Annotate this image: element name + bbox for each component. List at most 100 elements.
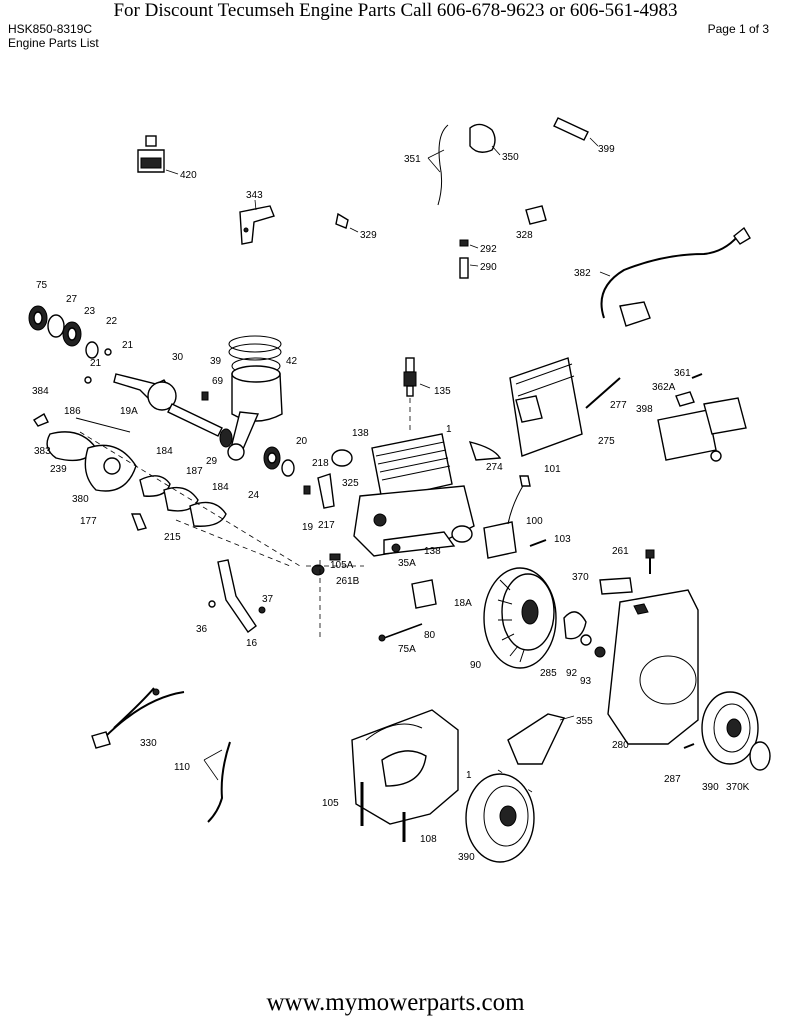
crankshaft-part	[113, 373, 223, 437]
part-number: 105	[322, 798, 339, 809]
svg-text:382: 382	[574, 268, 591, 279]
svg-text:384: 384	[32, 386, 49, 397]
part-number: 292	[480, 244, 497, 255]
svg-text:325: 325	[342, 478, 359, 489]
svg-text:186: 186	[64, 406, 81, 417]
part-number: 287	[664, 774, 681, 785]
part-number: 37	[262, 594, 274, 605]
svg-text:30: 30	[172, 352, 184, 363]
part-number: 355	[576, 716, 593, 727]
cylinder-block-part	[353, 433, 475, 557]
svg-text:19A: 19A	[120, 406, 138, 417]
list-title: Engine Parts List	[8, 36, 99, 50]
svg-text:218: 218	[312, 458, 329, 469]
part-number: 370K	[726, 782, 750, 793]
part-number: 19	[302, 522, 314, 533]
svg-text:370K: 370K	[726, 782, 750, 793]
part-number: 16	[246, 638, 258, 649]
svg-text:100: 100	[526, 516, 543, 527]
wire-harness-part	[91, 687, 185, 749]
flywheel-part	[483, 567, 557, 669]
svg-text:290: 290	[480, 262, 497, 273]
svg-text:399: 399	[598, 144, 615, 155]
recoil-housing-part	[465, 773, 535, 863]
part-number: 274	[486, 462, 503, 473]
svg-text:135: 135	[434, 386, 451, 397]
part-number: 1	[446, 424, 452, 435]
svg-text:343: 343	[246, 190, 263, 201]
piston-assembly-part	[227, 335, 283, 461]
svg-text:261B: 261B	[336, 576, 360, 587]
stop-wire-part	[437, 124, 449, 206]
part-number: 186	[64, 406, 81, 417]
oil-bottle-part	[137, 135, 165, 173]
svg-text:35A: 35A	[398, 558, 416, 569]
svg-text:350: 350	[502, 152, 519, 163]
part-number: 1	[466, 770, 472, 781]
part-number: 383	[34, 446, 51, 457]
part-number: 105A	[330, 560, 354, 571]
svg-text:75A: 75A	[398, 644, 416, 655]
svg-text:184: 184	[212, 482, 229, 493]
page-indicator: Page 1 of 3	[707, 22, 769, 36]
svg-text:23: 23	[84, 306, 96, 317]
svg-text:36: 36	[196, 624, 208, 635]
part-number: 75A	[398, 644, 416, 655]
part-number: 384	[32, 386, 49, 397]
part-number: 218	[312, 458, 329, 469]
svg-text:75: 75	[36, 280, 48, 291]
svg-text:277: 277	[610, 400, 627, 411]
part-number: 330	[140, 738, 157, 749]
website-url[interactable]: www.mymowerparts.com	[266, 989, 525, 1016]
svg-text:355: 355	[576, 716, 593, 727]
model-number: HSK850-8319C	[8, 22, 93, 36]
part-number: 184	[156, 446, 173, 457]
dealer-banner: For Discount Tecumseh Engine Parts Call …	[113, 0, 678, 21]
svg-text:108: 108	[420, 834, 437, 845]
svg-text:27: 27	[66, 294, 78, 305]
svg-text:1: 1	[466, 770, 472, 781]
bracket-part	[239, 205, 275, 245]
svg-text:398: 398	[636, 404, 653, 415]
part-number: 215	[164, 532, 181, 543]
part-number: 93	[580, 676, 592, 687]
svg-text:362A: 362A	[652, 382, 676, 393]
part-number: 29	[206, 456, 218, 467]
part-number: 420	[180, 170, 197, 181]
svg-text:18A: 18A	[454, 598, 472, 609]
part-number: 370	[572, 572, 589, 583]
svg-text:420: 420	[180, 170, 197, 181]
svg-text:138: 138	[424, 546, 441, 557]
ignition-module-part	[483, 475, 531, 559]
svg-text:184: 184	[156, 446, 173, 457]
part-number: 100	[526, 516, 543, 527]
part-number: 343	[246, 190, 263, 201]
svg-text:383: 383	[34, 446, 51, 457]
muffler-part	[509, 357, 583, 457]
svg-text:285: 285	[540, 668, 557, 679]
svg-text:370: 370	[572, 572, 589, 583]
svg-text:42: 42	[286, 356, 298, 367]
svg-text:1: 1	[446, 424, 452, 435]
part-number: 18A	[454, 598, 472, 609]
svg-text:21: 21	[122, 340, 134, 351]
part-number: 398	[636, 404, 653, 415]
part-number: 285	[540, 668, 557, 679]
svg-text:274: 274	[486, 462, 503, 473]
part-number: 27	[66, 294, 78, 305]
electric-starter-part	[657, 397, 747, 462]
svg-text:217: 217	[318, 520, 335, 531]
svg-text:138: 138	[352, 428, 369, 439]
clip-part	[335, 212, 349, 229]
air-guide-part	[507, 713, 566, 765]
svg-text:93: 93	[580, 676, 592, 687]
seal-and-bearing-stack	[28, 305, 112, 384]
part-number: 35A	[398, 558, 416, 569]
stop-switch-part	[469, 123, 496, 153]
svg-text:390: 390	[702, 782, 719, 793]
part-number: 277	[610, 400, 627, 411]
part-number: 20	[296, 436, 308, 447]
part-number: 261	[612, 546, 629, 557]
svg-text:92: 92	[566, 668, 578, 679]
svg-text:110: 110	[174, 762, 190, 773]
